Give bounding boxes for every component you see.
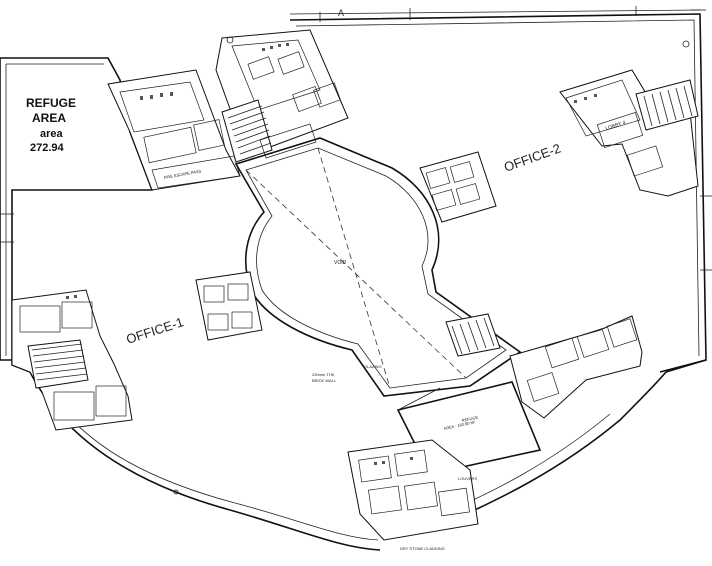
brick-wall-label-1: 230mm THK bbox=[312, 372, 335, 377]
right-upper-core: LOBBY 4 bbox=[559, 69, 699, 197]
left-service-block bbox=[195, 271, 263, 341]
left-lower-core bbox=[11, 289, 133, 431]
stair-hatch-left bbox=[31, 343, 88, 381]
fire-escape-label: FIRE ESCAPE PASS bbox=[163, 168, 202, 180]
louvers-label: LOUVERS bbox=[458, 476, 477, 481]
upper-left-core: FIRE ESCAPE PASS bbox=[107, 69, 241, 191]
refuge-area-title-1: REFUGE bbox=[26, 96, 76, 110]
void-label: VOID bbox=[334, 260, 347, 266]
refuge-area-sub: area bbox=[40, 128, 64, 140]
refuge-small-label-2: AREA : 160.90 M² bbox=[443, 419, 476, 431]
brick-wall-label-2: BRICK WALL bbox=[312, 378, 337, 383]
office-1-label: OFFICE-1 bbox=[124, 314, 185, 347]
glazing-label: GLAZING bbox=[364, 364, 382, 369]
grid-a-label: A bbox=[338, 8, 344, 18]
refuge-area-value: 272.94 bbox=[30, 142, 65, 154]
office-2-label: OFFICE-2 bbox=[502, 140, 563, 174]
bottom-core bbox=[347, 439, 479, 541]
void-atrium bbox=[234, 137, 522, 397]
right-service-block bbox=[419, 151, 497, 223]
dimension-lines bbox=[0, 6, 712, 495]
refuge-area-title-2: AREA bbox=[32, 111, 66, 125]
dry-stone-cladding-label: DRY STONE CLADDING bbox=[400, 546, 445, 551]
stair-hatch-lower bbox=[451, 317, 495, 355]
stair-hatch-top bbox=[227, 105, 272, 155]
refuge-small-label-1: REFUGE bbox=[461, 415, 479, 423]
stair-hatch-right bbox=[643, 85, 693, 127]
top-core bbox=[215, 29, 349, 163]
lower-right-core bbox=[445, 313, 643, 419]
